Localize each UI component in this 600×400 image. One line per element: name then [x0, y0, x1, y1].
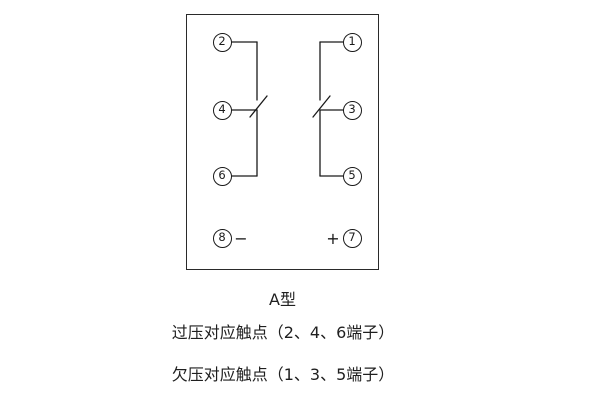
terminal-8: 8 — [212, 228, 232, 248]
plus-sign: + — [326, 228, 340, 248]
terminal-3: 3 — [342, 100, 362, 120]
caption-overvoltage-contacts: 过压对应触点（2、4、6端子） — [171, 323, 395, 342]
terminal-5: 5 — [342, 166, 362, 186]
terminal-1: 1 — [342, 32, 362, 52]
terminal-box-outline — [186, 14, 379, 270]
terminal-4: 4 — [212, 100, 232, 120]
terminal-7: 7 — [342, 228, 362, 248]
terminal-6: 6 — [212, 166, 232, 186]
terminal-2: 2 — [212, 32, 232, 52]
diagram-title: A型 — [269, 290, 296, 309]
minus-sign: − — [234, 228, 248, 248]
caption-undervoltage-contacts: 欠压对应触点（1、3、5端子） — [171, 365, 395, 384]
